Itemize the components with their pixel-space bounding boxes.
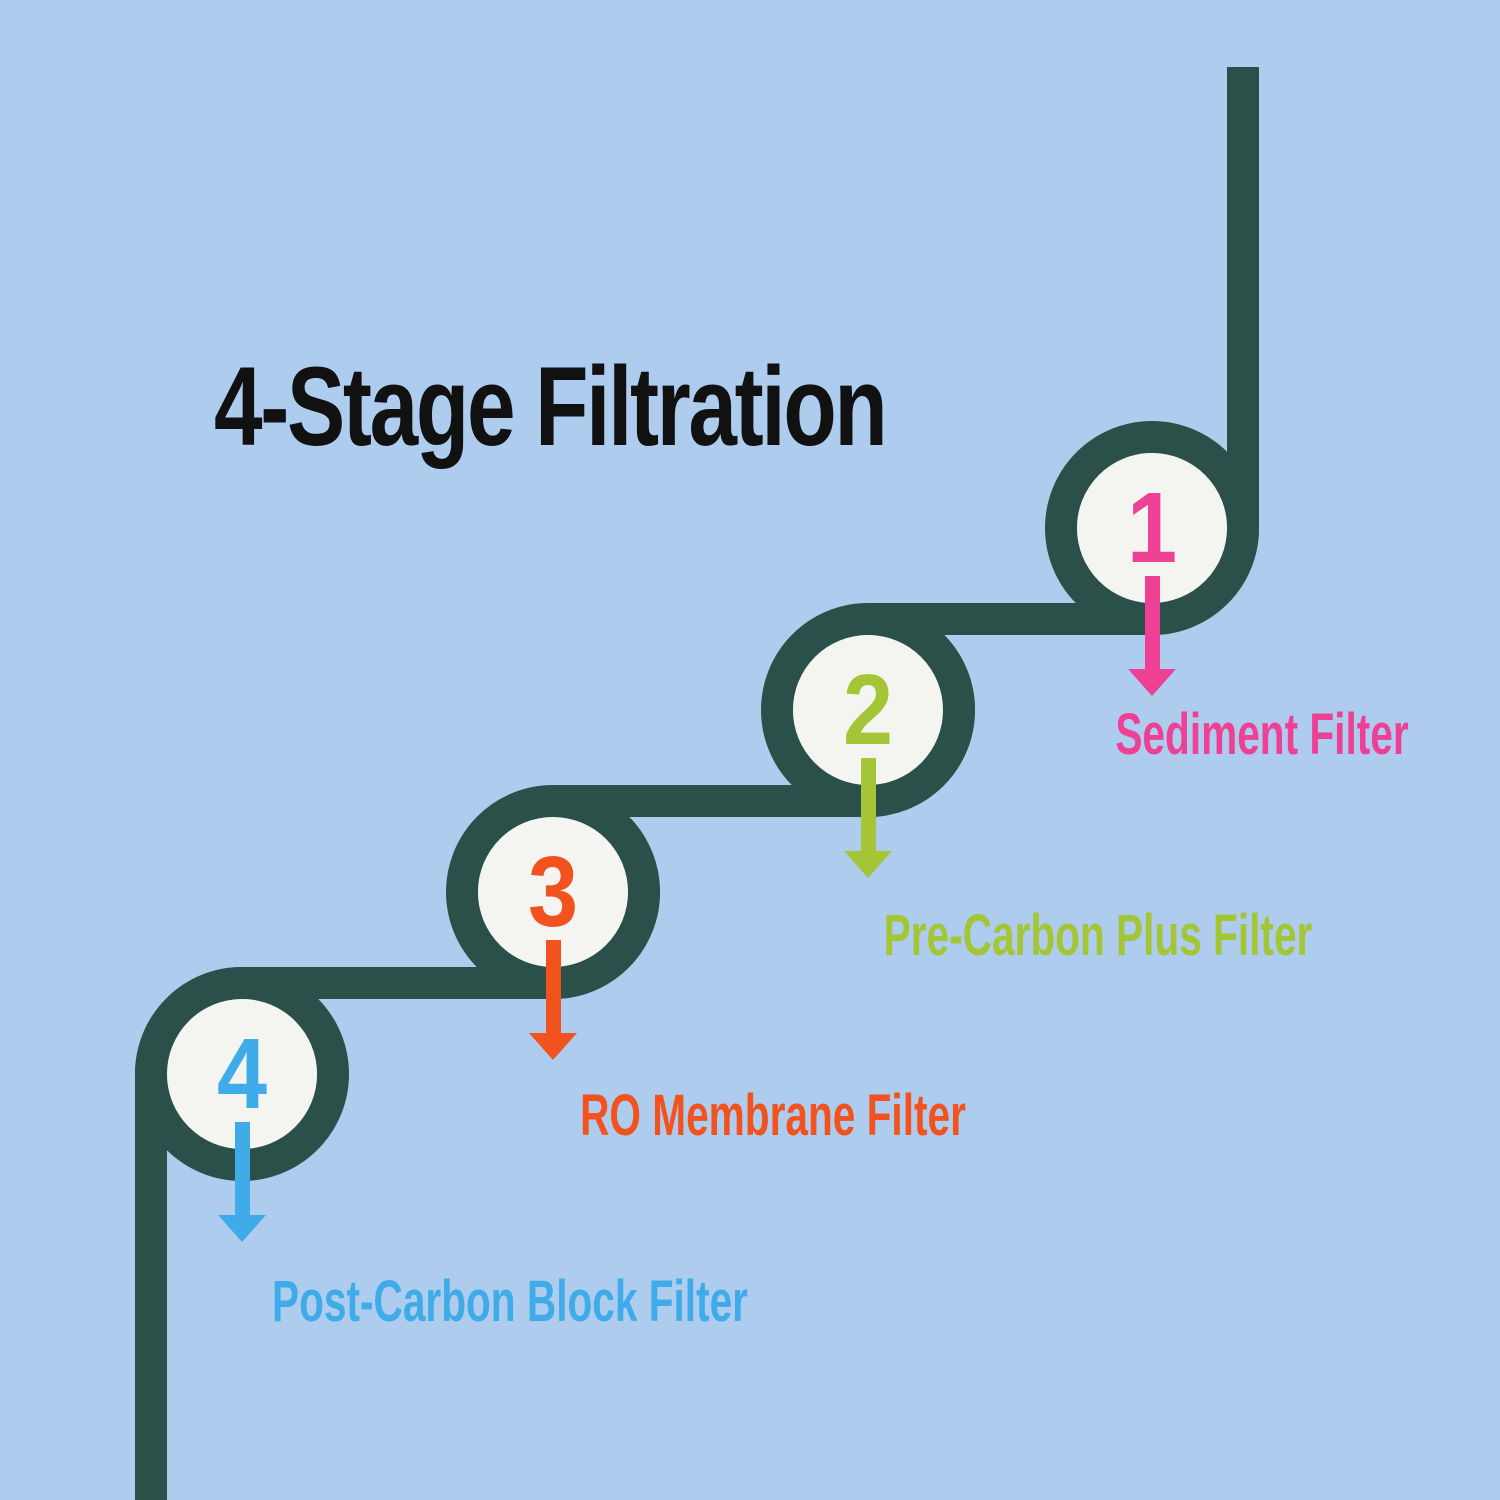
stage-3-label: RO Membrane Filter (580, 1083, 966, 1148)
stage-2-down-arrow-icon (844, 758, 892, 878)
arrow-head (529, 1033, 577, 1060)
arrow-head (1128, 669, 1176, 696)
stage-4-circle (167, 999, 317, 1149)
stage-1-circle (1077, 453, 1227, 603)
stage-2-number: 2 (842, 654, 894, 766)
stage-1-label: Sediment Filter (1115, 702, 1409, 767)
stage-2-circle (793, 635, 943, 785)
stage-3-circle (478, 817, 628, 967)
stage-1-down-arrow-icon (1128, 576, 1176, 696)
stage-1-number: 1 (1126, 472, 1178, 584)
stage-4-down-arrow-icon (218, 1122, 266, 1242)
arrow-shaft (234, 1122, 250, 1215)
arrow-shaft (1144, 576, 1160, 669)
page-title: 4-Stage Filtration (214, 344, 888, 470)
stage-4-number: 4 (216, 1018, 268, 1130)
arrow-shaft (860, 758, 876, 851)
stage-2-label: Pre-Carbon Plus Filter (883, 903, 1313, 968)
stage-3-number: 3 (527, 836, 579, 948)
stage-3-down-arrow-icon (529, 940, 577, 1060)
stage-4-label: Post-Carbon Block Filter (272, 1269, 748, 1334)
arrow-head (218, 1215, 266, 1242)
arrow-head (844, 851, 892, 878)
arrow-shaft (545, 940, 561, 1033)
